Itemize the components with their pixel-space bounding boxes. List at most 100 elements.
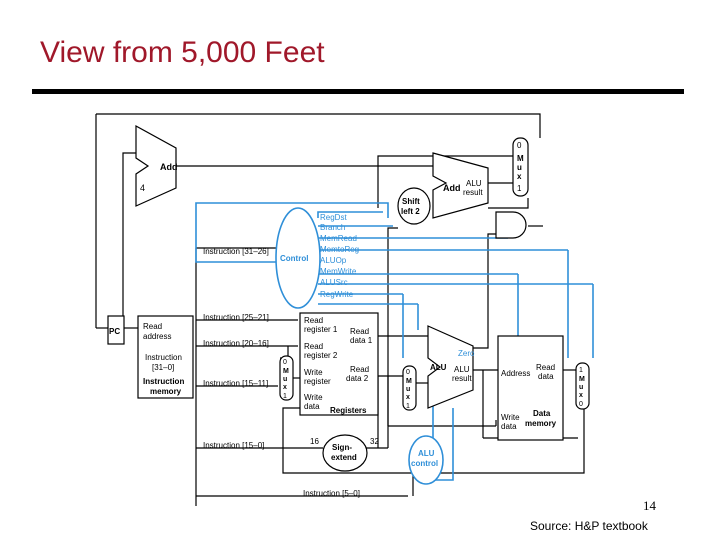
field-15-11: Instruction [15–11] xyxy=(203,379,268,388)
mux-alu-m: M xyxy=(406,378,412,385)
page-number: 14 xyxy=(643,498,656,513)
signal-memwrite: MemWrite xyxy=(320,267,357,276)
imem-instruction-2: Instruction xyxy=(143,377,184,386)
dmem-write-data: data xyxy=(501,422,517,431)
mux-top xyxy=(512,137,529,197)
mux-top-u: u xyxy=(517,163,522,172)
add-pc xyxy=(135,124,177,207)
mux-alu-0: 0 xyxy=(406,369,410,376)
dmem-memory: memory xyxy=(525,419,557,428)
mux-top-m: M xyxy=(517,154,524,163)
mux-reg-u: u xyxy=(283,376,287,383)
imem-memory: memory xyxy=(150,387,182,396)
mux-top-1: 1 xyxy=(517,184,522,193)
dmem-write: Write xyxy=(501,413,520,422)
mux-alu-x: x xyxy=(406,394,410,401)
add-pc-label: Add xyxy=(160,162,178,172)
register-file xyxy=(299,312,379,416)
title-rule xyxy=(32,89,684,94)
bits-16: 16 xyxy=(310,437,319,446)
field-31-26: Instruction [31–26] xyxy=(203,247,269,256)
mux-mem-x: x xyxy=(579,392,583,399)
imem-bits: [31–0] xyxy=(152,363,174,372)
sign-extend xyxy=(322,434,368,472)
shift-left-2 xyxy=(397,187,431,225)
signal-aluop: ALUOp xyxy=(320,256,347,265)
reg-read-data-2a: Read xyxy=(350,365,369,374)
pc-register xyxy=(107,315,125,345)
reg-write-2: Write xyxy=(304,393,323,402)
signal-regdst: RegDst xyxy=(320,213,347,222)
mux-memtoreg xyxy=(575,362,590,410)
field-15-0: Instruction [15–0] xyxy=(203,441,264,450)
datapath-diagram: Add 4 Add ALU result 0 M u x 1 Shift lef… xyxy=(95,113,594,506)
alu-control-1: ALU xyxy=(418,449,435,458)
reg-register-2: register 2 xyxy=(304,351,338,360)
add-branch xyxy=(432,152,489,219)
field-20-16: Instruction [20–16] xyxy=(203,339,269,348)
constant-four: 4 xyxy=(140,183,145,193)
control-label: Control xyxy=(280,254,308,263)
registers-label: Registers xyxy=(330,406,367,415)
mux-alu-u: u xyxy=(406,386,410,393)
bits-32: 32 xyxy=(370,437,379,446)
alu xyxy=(427,325,474,409)
dmem-read: Read xyxy=(536,363,555,372)
mux-mem-1: 1 xyxy=(579,367,583,374)
signal-regwrite: RegWrite xyxy=(320,290,354,299)
branch-alu-label: ALU xyxy=(466,179,482,188)
signal-memread: MemRead xyxy=(320,234,357,243)
dmem-read-data: data xyxy=(538,372,554,381)
control-wire-regdst xyxy=(317,211,383,218)
alu-alu: ALU xyxy=(454,365,470,374)
mux-mem-m: M xyxy=(579,376,585,383)
field-25-21: Instruction [25–21] xyxy=(203,313,269,322)
source-credit: Source: H&P textbook xyxy=(530,519,648,533)
reg-write: Write xyxy=(304,368,323,377)
field-5-0: Instruction [5–0] xyxy=(303,489,360,498)
signal-branch: Branch xyxy=(320,223,345,232)
reg-read-data-2b: data 2 xyxy=(346,374,369,383)
mux-top-x: x xyxy=(517,172,522,181)
mux-reg-m: M xyxy=(283,368,289,375)
control-unit xyxy=(275,207,321,309)
alu-result: result xyxy=(452,374,472,383)
reg-write-register: register xyxy=(304,377,331,386)
slide-title: View from 5,000 Feet xyxy=(40,36,325,69)
shift-label-2: left 2 xyxy=(401,207,420,216)
reg-read-data-1b: data 1 xyxy=(350,336,373,345)
mux-alu-1: 1 xyxy=(406,403,410,410)
dmem-address: Address xyxy=(501,369,530,378)
reg-read-1: Read xyxy=(304,316,323,325)
shift-label-1: Shift xyxy=(402,197,420,206)
sign-extend-1: Sign- xyxy=(332,443,352,452)
reg-read-2: Read xyxy=(304,342,323,351)
mux-reg-1: 1 xyxy=(283,393,287,400)
reg-write-data: data xyxy=(304,402,320,411)
reg-register-1: register 1 xyxy=(304,325,338,334)
dmem-data: Data xyxy=(533,409,551,418)
add-branch-label: Add xyxy=(443,183,461,193)
reg-read-data-1a: Read xyxy=(350,327,369,336)
and-gate xyxy=(495,211,527,239)
alu-label: ALU xyxy=(430,363,447,372)
mux-alusrc xyxy=(402,365,417,411)
mux-mem-0: 0 xyxy=(579,401,583,408)
instruction-memory xyxy=(137,315,194,399)
sign-extend-2: extend xyxy=(331,453,357,462)
pc-label: PC xyxy=(109,327,120,336)
alu-zero: Zero xyxy=(458,349,475,358)
signal-memtoreg: MemtoReg xyxy=(320,245,359,254)
pc-to-add-wire xyxy=(122,152,136,318)
imem-instruction: Instruction xyxy=(145,353,182,362)
mux-reg-0: 0 xyxy=(283,359,287,366)
alu-control-2: control xyxy=(411,459,438,468)
signal-alusrc: ALUSrc xyxy=(320,278,348,287)
branch-result-label: result xyxy=(463,188,483,197)
mux-top-0: 0 xyxy=(517,141,522,150)
mux-mem-u: u xyxy=(579,384,583,391)
imem-read: Read xyxy=(143,322,162,331)
data-memory xyxy=(497,335,564,441)
imem-address: address xyxy=(143,332,171,341)
pc-loop-wire xyxy=(96,113,541,138)
